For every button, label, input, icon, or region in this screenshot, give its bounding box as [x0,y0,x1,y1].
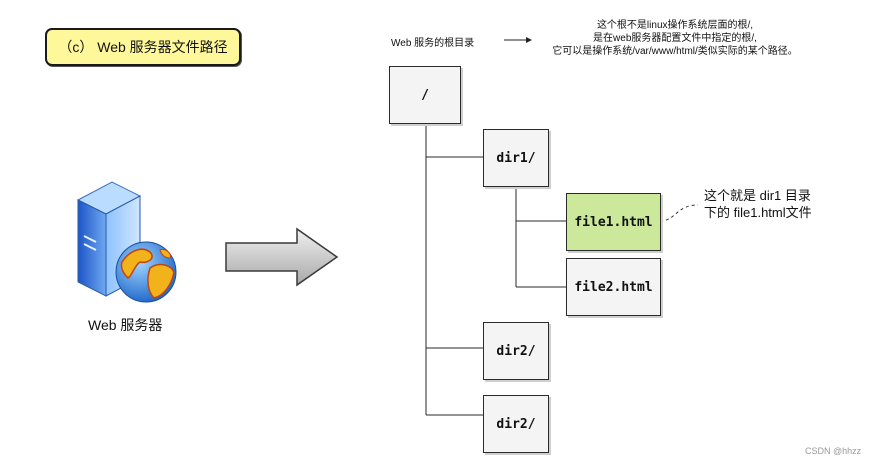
annotation-connector [659,204,699,222]
server-label: Web 服务器 [88,317,163,333]
dir1-node: dir1/ [483,129,549,187]
file1-annotation: 这个就是 dir1 目录 下的 file1.html文件 [704,187,812,221]
file2-node: file2.html [566,258,661,316]
section-title: （c） Web 服务器文件路径 [45,28,241,66]
root-caption: Web 服务的根目录 [391,38,475,49]
caption-arrow [504,37,532,43]
dir2-node-1: dir2/ [483,322,549,380]
root-note-line-2: 是在web服务器配置文件中指定的根/, [593,33,757,44]
root-note-line-1: 这个根不是linux操作系统层面的根/, [596,20,754,31]
tree-connectors [425,123,566,416]
file1-node: file1.html [566,193,661,251]
root-note-line-3: 它可以是操作系统/var/www/html/类似实际的某个路径。 [552,46,798,57]
root-note: 这个根不是linux操作系统层面的根/, 是在web服务器配置文件中指定的根/,… [520,19,830,58]
watermark: CSDN @hhzz [805,446,862,456]
file1-annotation-line-1: 这个就是 dir1 目录 [704,188,811,203]
dir2-node-2: dir2/ [483,395,549,453]
file1-annotation-line-2: 下的 file1.html文件 [704,205,812,220]
big-arrow [225,227,339,287]
root-dir-node: / [389,66,461,124]
web-server-icon [76,181,177,303]
